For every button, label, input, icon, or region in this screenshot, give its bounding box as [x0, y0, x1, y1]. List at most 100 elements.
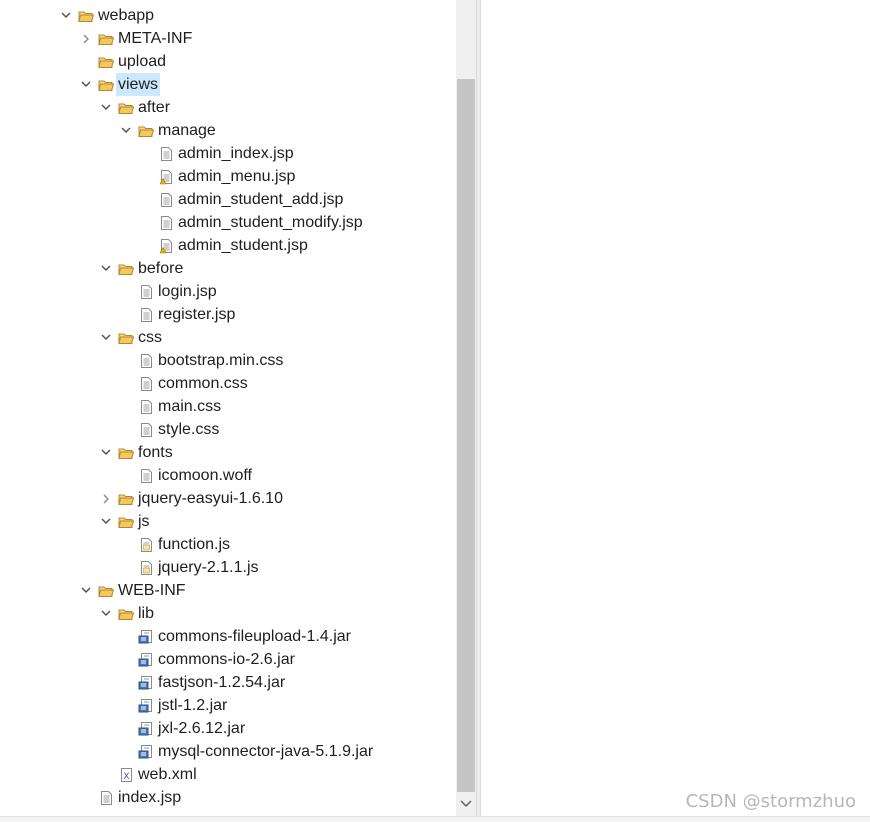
file-icon	[138, 284, 154, 300]
chevron-down-icon[interactable]	[80, 579, 92, 602]
file-icon	[158, 169, 174, 185]
panel-divider[interactable]	[476, 0, 481, 816]
tree-item-css[interactable]: css	[0, 326, 456, 349]
tree-item-label: register.jsp	[158, 306, 236, 323]
scroll-down-arrow-icon[interactable]	[456, 794, 476, 814]
jar-file-icon	[138, 744, 154, 760]
tree-item-label: commons-fileupload-1.4.jar	[158, 628, 351, 645]
tree-item-label: WEB-INF	[118, 582, 186, 599]
tree-item-label: common.css	[158, 375, 248, 392]
tree-item-upload[interactable]: upload	[0, 50, 456, 73]
tree-item-label: web.xml	[138, 766, 197, 783]
file-icon	[158, 238, 174, 254]
tree-item-icomoon-woff[interactable]: icomoon.woff	[0, 464, 456, 487]
tree-item-lib[interactable]: lib	[0, 602, 456, 625]
chevron-down-icon[interactable]	[100, 602, 112, 625]
tree-item-label: commons-io-2.6.jar	[158, 651, 295, 668]
tree-item-views[interactable]: views	[0, 73, 456, 96]
tree-item-bootstrap-min-css[interactable]: bootstrap.min.css	[0, 349, 456, 372]
tree-item-label: webapp	[98, 7, 155, 24]
jar-file-icon	[138, 698, 154, 714]
tree-item-admin-index-jsp[interactable]: admin_index.jsp	[0, 142, 456, 165]
chevron-down-icon[interactable]	[100, 96, 112, 119]
tree-item-manage[interactable]: manage	[0, 119, 456, 142]
tree-item-login-jsp[interactable]: login.jsp	[0, 280, 456, 303]
tree-item-label: jxl-2.6.12.jar	[158, 720, 246, 737]
tree-item-label: mysql-connector-java-5.1.9.jar	[158, 743, 374, 760]
tree-item-js[interactable]: js	[0, 510, 456, 533]
tree-item-label: fastjson-1.2.54.jar	[158, 674, 286, 691]
tree-item-label: function.js	[158, 536, 231, 553]
svg-text:X: X	[123, 772, 129, 782]
tree-item-label: manage	[158, 122, 216, 139]
tree-item-admin-student-modify-jsp[interactable]: admin_student_modify.jsp	[0, 211, 456, 234]
status-strip	[0, 816, 870, 822]
jar-file-icon	[138, 721, 154, 737]
chevron-down-icon[interactable]	[100, 257, 112, 280]
tree-item-commons-io-2-6-jar[interactable]: commons-io-2.6.jar	[0, 648, 456, 671]
tree-item-after[interactable]: after	[0, 96, 456, 119]
tree-item-jquery-2-1-1-js[interactable]: jquery-2.1.1.js	[0, 556, 456, 579]
tree-item-admin-menu-jsp[interactable]: admin_menu.jsp	[0, 165, 456, 188]
folder-icon	[98, 77, 114, 93]
tree-item-label: lib	[138, 605, 155, 622]
file-icon	[138, 353, 154, 369]
chevron-down-icon[interactable]	[100, 326, 112, 349]
tree-item-style-css[interactable]: style.css	[0, 418, 456, 441]
tree-item-admin-student-jsp[interactable]: admin_student.jsp	[0, 234, 456, 257]
tree-item-label: jquery-2.1.1.js	[158, 559, 259, 576]
tree-item-register-jsp[interactable]: register.jsp	[0, 303, 456, 326]
file-icon	[158, 146, 174, 162]
tree-item-label: jquery-easyui-1.6.10	[138, 490, 283, 507]
tree-item-commons-fileupload-1-4-jar[interactable]: commons-fileupload-1.4.jar	[0, 625, 456, 648]
chevron-down-icon[interactable]	[80, 73, 92, 96]
jar-file-icon	[138, 629, 154, 645]
tree-item-label: bootstrap.min.css	[158, 352, 284, 369]
scrollbar-thumb[interactable]	[457, 79, 475, 792]
folder-icon	[118, 261, 134, 277]
tree-item-main-css[interactable]: main.css	[0, 395, 456, 418]
tree-item-mysql-connector-java-5-1-9-jar[interactable]: mysql-connector-java-5.1.9.jar	[0, 740, 456, 763]
tree-item-label: admin_student_add.jsp	[178, 191, 344, 208]
jar-file-icon	[138, 675, 154, 691]
folder-icon	[98, 583, 114, 599]
tree-item-common-css[interactable]: common.css	[0, 372, 456, 395]
folder-icon	[118, 100, 134, 116]
tree-item-fonts[interactable]: fonts	[0, 441, 456, 464]
tree-item-label: after	[138, 99, 171, 116]
chevron-down-icon[interactable]	[120, 119, 132, 142]
folder-icon	[118, 491, 134, 507]
tree-item-admin-student-add-jsp[interactable]: admin_student_add.jsp	[0, 188, 456, 211]
chevron-down-icon[interactable]	[60, 4, 72, 27]
folder-icon	[98, 54, 114, 70]
tree-item-web-inf[interactable]: WEB-INF	[0, 579, 456, 602]
tree-item-function-js[interactable]: function.js	[0, 533, 456, 556]
tree-item-label: admin_student_modify.jsp	[178, 214, 363, 231]
js-file-icon	[138, 560, 154, 576]
tree-item-label: admin_index.jsp	[178, 145, 294, 162]
folder-icon	[138, 123, 154, 139]
chevron-right-icon[interactable]	[80, 27, 92, 50]
chevron-down-icon[interactable]	[100, 510, 112, 533]
tree-item-index-jsp[interactable]: index.jsp	[0, 786, 456, 809]
tree-item-jquery-easyui-1-6-10[interactable]: jquery-easyui-1.6.10	[0, 487, 456, 510]
tree-item-label: css	[138, 329, 162, 346]
file-icon	[138, 399, 154, 415]
chevron-down-icon[interactable]	[100, 441, 112, 464]
vertical-scrollbar[interactable]	[456, 0, 476, 816]
chevron-right-icon[interactable]	[100, 487, 112, 510]
tree-item-meta-inf[interactable]: META-INF	[0, 27, 456, 50]
watermark: CSDN @stormzhuo	[685, 791, 856, 812]
folder-icon	[78, 8, 94, 24]
tree-item-label: META-INF	[118, 30, 193, 47]
tree-item-jstl-1-2-jar[interactable]: jstl-1.2.jar	[0, 694, 456, 717]
tree-item-label: before	[138, 260, 184, 277]
tree-item-label: login.jsp	[158, 283, 217, 300]
tree-item-before[interactable]: before	[0, 257, 456, 280]
tree-item-fastjson-1-2-54-jar[interactable]: fastjson-1.2.54.jar	[0, 671, 456, 694]
js-file-icon	[138, 537, 154, 553]
tree-item-jxl-2-6-12-jar[interactable]: jxl-2.6.12.jar	[0, 717, 456, 740]
tree-item-webapp[interactable]: webapp	[0, 4, 456, 27]
